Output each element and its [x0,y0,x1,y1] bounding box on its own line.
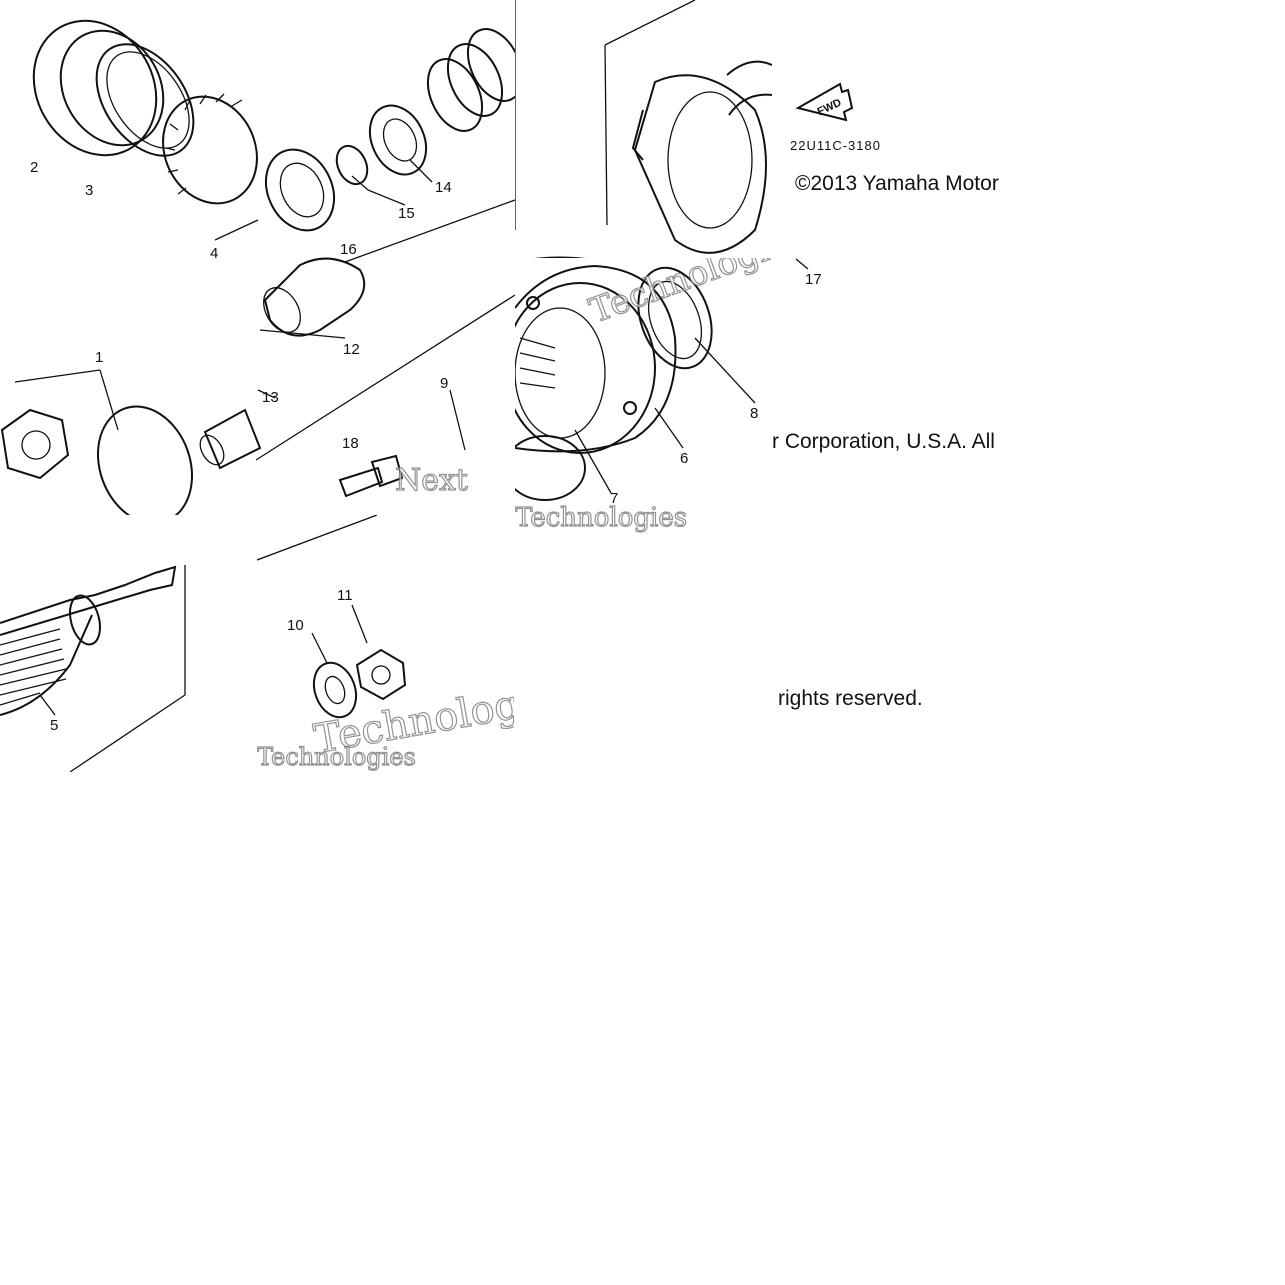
fwd-arrow-icon: FWD 22U11C-3180 [790,82,881,153]
watermark-technologies-middle: Technologies [515,503,687,533]
callout-14: 14 [435,179,452,196]
callout-4: 4 [210,245,218,262]
diagram-tile-top-right [515,0,772,290]
diagram-tile-middle-right: 8 6 7 Technologies Technologies [515,258,772,548]
callout-17: 17 [805,271,822,288]
diagram-tile-bottom-left: 5 [0,515,257,772]
callout-12: 12 [343,341,360,358]
callout-5: 5 [50,717,58,734]
drawing-code: 22U11C-3180 [790,138,881,153]
gear-bearing-illustration: 2 3 4 16 15 14 12 13 1 9 18 Next [0,19,515,515]
bearing-housing-illustration: 8 6 7 Technologies Technologies [515,258,772,534]
callout-18: 18 [342,435,359,452]
callout-9: 9 [440,375,448,392]
watermark-next: Next [395,463,468,498]
washer-nut-illustration: 10 11 Technologies Technologies [257,515,514,772]
copyright-line-2: r Corporation, U.S.A. All [772,430,995,453]
callout-8: 8 [750,405,758,422]
copyright-line-1: ©2013 Yamaha Motor [795,172,999,195]
callout-13: 13 [262,389,279,406]
callout-10: 10 [287,617,304,634]
callout-17-group: 17 [795,258,822,288]
shaft-illustration: 5 [0,565,186,772]
housing-illustration [515,0,772,290]
callout-15: 15 [398,205,415,222]
watermark-technologies-footer: Technologies [257,743,416,771]
copyright-line-3: rights reserved. [778,687,923,710]
callout-2: 2 [30,159,38,176]
diagram-tile-bottom-middle: 10 11 Technologies Technologies [257,515,514,772]
callout-11: 11 [337,587,353,604]
callout-3: 3 [85,182,93,199]
callout-6: 6 [680,450,688,467]
callout-7: 7 [610,490,618,507]
callout-1: 1 [95,349,103,366]
diagram-tile-top-left: 2 3 4 16 15 14 12 13 1 9 18 Next [0,0,515,515]
callout-16: 16 [340,241,357,258]
